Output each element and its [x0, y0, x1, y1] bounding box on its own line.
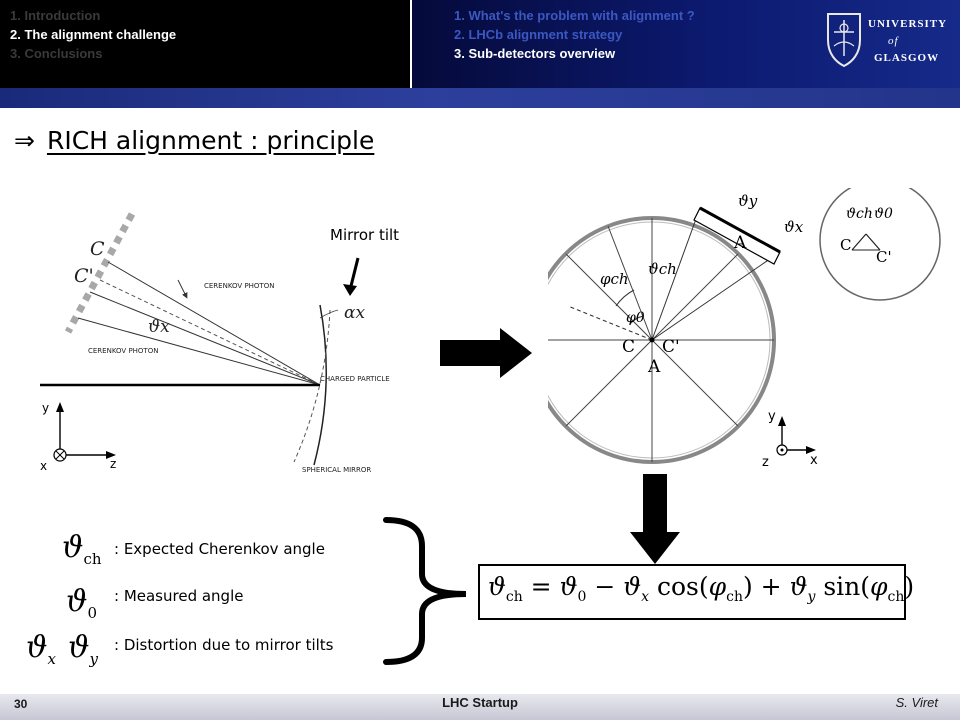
mirror-tilt-label: Mirror tilt [330, 226, 400, 244]
nav-section-introduction[interactable]: 1. Introduction [10, 8, 101, 23]
axis-label-x: x [40, 459, 47, 473]
photon-ray-c-prime [89, 291, 321, 386]
logo-line-glasgow: GLASGOW [874, 52, 940, 64]
axis-label-z-right: z [762, 455, 769, 470]
photon-ray-lower [77, 317, 321, 386]
nav-subsection-strategy[interactable]: 2. LHCb alignment strategy [454, 27, 623, 42]
inset-circle [819, 188, 941, 301]
label-a-bottom: A [647, 357, 661, 377]
label-theta-x: ϑx [784, 218, 804, 236]
down-arrow-icon [630, 474, 680, 564]
photon-ray-dashed [99, 279, 321, 386]
footer-title: LHC Startup [442, 695, 518, 710]
mirror-tilt-arrow [348, 257, 360, 291]
crest-icon [827, 13, 861, 68]
label-c: C [622, 337, 635, 357]
axis-label-x-right: x [810, 453, 818, 468]
axis-triad-left: y x z [40, 401, 116, 473]
footer-author: S. Viret [895, 695, 938, 710]
label-theta-y: ϑy [738, 192, 758, 210]
inset-label-theta-0: ϑ0 [874, 206, 893, 222]
label-photon-2: CERENKOV PHOTON [88, 347, 158, 355]
label-theta-x: ϑx [148, 317, 170, 337]
legend-measured-angle: : Measured angle [114, 587, 244, 605]
ring-spokes [548, 218, 774, 462]
inset-label-c: C [840, 236, 851, 254]
label-a-top: A [733, 233, 747, 253]
label-phi-ch: φch [600, 270, 629, 288]
implies-arrow-icon: ⇒ [14, 126, 35, 155]
symbol-theta-x: ϑx [26, 630, 56, 668]
axis-label-z: z [110, 457, 116, 471]
logo-line-of: of [888, 35, 899, 47]
label-theta-ch: ϑch [648, 260, 677, 278]
symbol-theta-ch: ϑch [62, 530, 102, 568]
detector-plane [64, 212, 136, 334]
label-charged-particle: CHARGED PARTICLE [320, 375, 390, 383]
university-logo: UNIVERSITY of GLASGOW [822, 6, 952, 78]
right-arrow-icon [440, 328, 532, 378]
subsection-nav: 1. What's the problem with alignment ? 2… [412, 0, 960, 88]
nav-section-alignment-challenge[interactable]: 2. The alignment challenge [10, 27, 177, 42]
page-title: ⇒ RICH alignment : principle [14, 126, 374, 155]
label-spherical-mirror: SPHERICAL MIRROR [302, 466, 371, 474]
axis-triad-right: y x z [762, 409, 818, 470]
footer-bar [0, 694, 960, 720]
inset-label-c-prime: C' [876, 248, 892, 266]
nav-subsection-problem[interactable]: 1. What's the problem with alignment ? [454, 8, 695, 23]
section-nav: 1. Introduction 2. The alignment challen… [0, 0, 410, 88]
page-number: 30 [14, 697, 28, 711]
label-c: C [90, 238, 105, 260]
formula-box: ϑch = ϑ0 − ϑx cos(φch) + ϑy sin(φch) [478, 564, 914, 620]
logo-line-university: UNIVERSITY [868, 18, 948, 30]
label-c-prime: C' [74, 265, 94, 287]
title-text: RICH alignment : principle [46, 126, 375, 155]
label-alpha-x: αx [344, 303, 365, 323]
header-band [0, 88, 960, 108]
label-c-prime: C' [662, 337, 680, 357]
legend-expected-angle: : Expected Cherenkov angle [114, 540, 325, 558]
slide-footer: 30 LHC Startup S. Viret [0, 690, 960, 720]
spherical-mirror [313, 304, 327, 466]
symbol-theta-0: ϑ0 [66, 584, 97, 622]
slide-header: 1. Introduction 2. The alignment challen… [0, 0, 960, 110]
label-phi-0: φ0 [626, 310, 645, 326]
nav-subsection-subdetectors[interactable]: 3. Sub-detectors overview [454, 46, 616, 61]
mirror-tilt-diagram: C C' CERENKOV PHOTON CERENKOV PHOTON ϑx … [40, 212, 390, 474]
nav-section-conclusions[interactable]: 3. Conclusions [10, 46, 103, 61]
curly-brace-icon [383, 517, 467, 665]
cherenkov-angle-formula: ϑch = ϑ0 − ϑx cos(φch) + ϑy sin(φch) [488, 572, 915, 605]
ring-projection-diagram: ϑy ϑx A φch ϑch φ0 C C' A ϑch ϑ0 C C' y … [548, 188, 941, 470]
inset-label-theta-ch: ϑch [846, 206, 873, 222]
legend-distortion: : Distortion due to mirror tilts [114, 636, 334, 654]
symbol-theta-y: ϑy [68, 630, 98, 668]
label-photon-1: CERENKOV PHOTON [204, 282, 274, 290]
tilted-mirror [293, 309, 331, 463]
axis-label-y-right: y [768, 409, 776, 424]
axis-label-y: y [42, 401, 49, 415]
photon-ray-c [107, 261, 321, 386]
